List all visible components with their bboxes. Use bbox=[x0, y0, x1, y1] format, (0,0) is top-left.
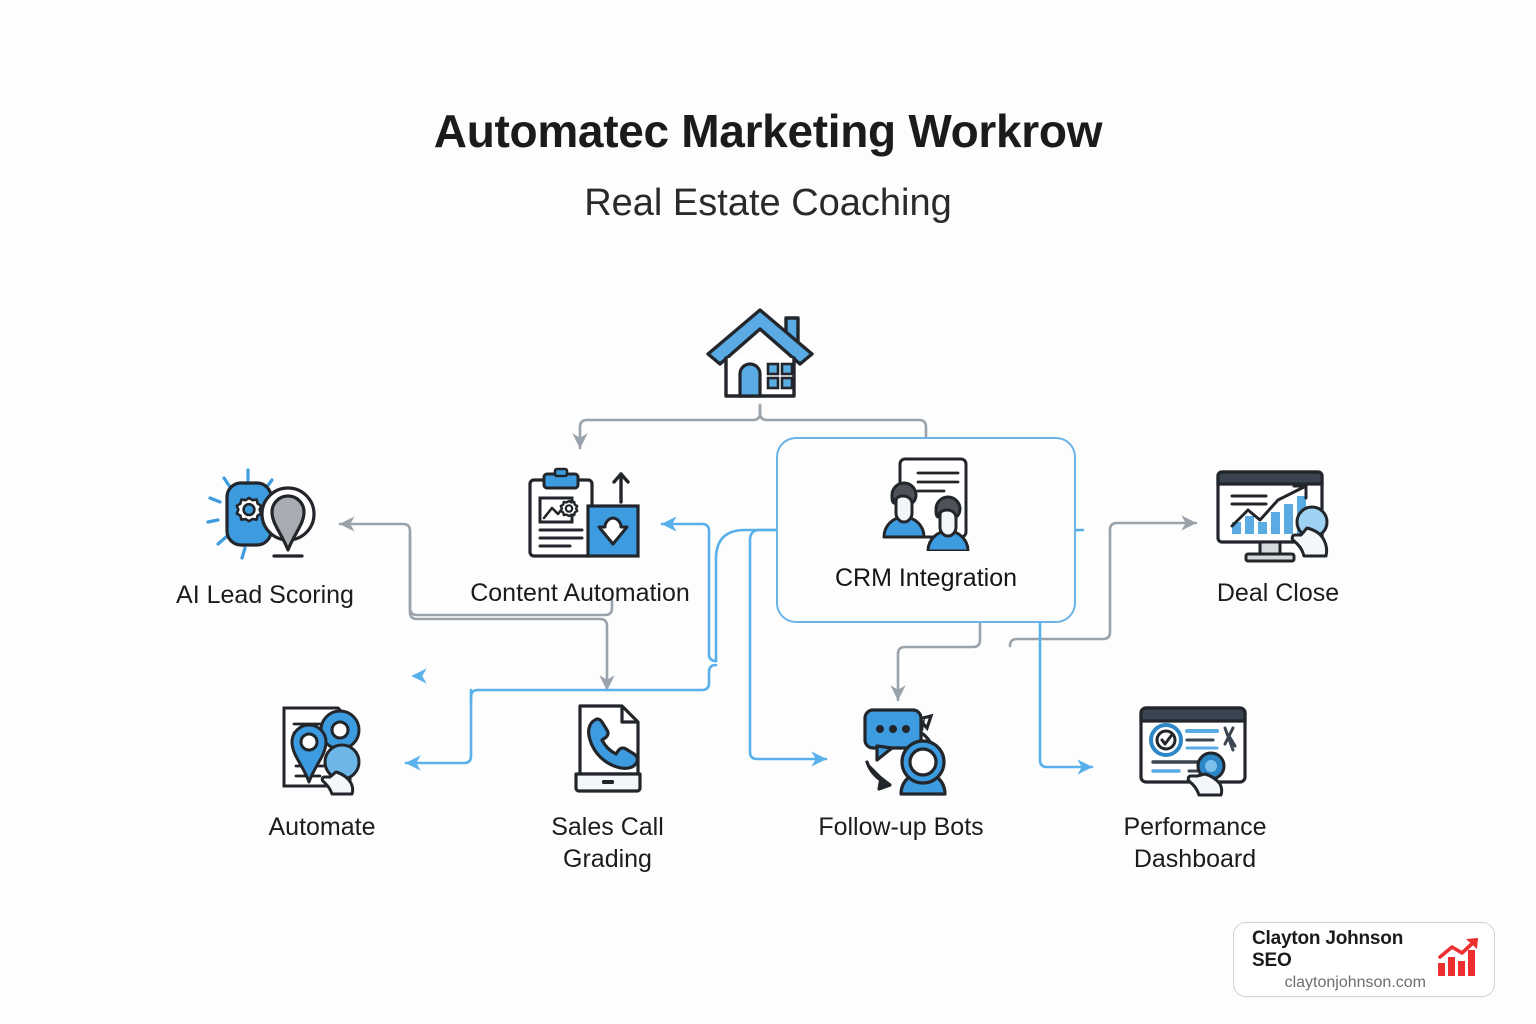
node-label-crm-integration: CRM Integration bbox=[834, 564, 1018, 592]
wire-crm-to-automate-visible bbox=[404, 688, 473, 771]
house-icon bbox=[700, 300, 820, 410]
node-label-automate: Automate bbox=[268, 813, 376, 841]
wire-crm-to-bots-gray bbox=[890, 621, 982, 702]
wire-crm-to-content bbox=[660, 516, 718, 663]
wire-crm-to-perf bbox=[1076, 470, 1097, 767]
node-follow-up-bots[interactable]: Follow-up Bots bbox=[805, 700, 997, 843]
ai-lead-scoring-icon bbox=[200, 466, 330, 573]
node-label-deal-close: Deal Close bbox=[1216, 579, 1340, 607]
wire-crm-to-content-tail bbox=[714, 528, 778, 663]
automate-icon bbox=[266, 700, 378, 805]
logo-badge[interactable]: Clayton Johnson SEO claytonjohnson.com bbox=[1233, 922, 1495, 997]
wire-house-to-crm bbox=[758, 403, 928, 439]
wire-crm-to-bots-blue bbox=[748, 528, 828, 767]
deal-close-monitor-icon bbox=[1212, 466, 1344, 571]
wire-content-to-sales bbox=[408, 533, 615, 692]
sales-call-grading-icon bbox=[558, 700, 658, 805]
logo-site: claytonjohnson.com bbox=[1284, 973, 1426, 991]
wire-crm-to-sales bbox=[715, 623, 750, 653]
follow-up-bots-icon bbox=[845, 700, 957, 805]
wire-crm-to-automate-feed bbox=[469, 663, 718, 702]
node-ai-lead-scoring[interactable]: AI Lead Scoring bbox=[150, 466, 380, 611]
growth-bars-icon bbox=[1436, 937, 1480, 982]
logo-brand: Clayton Johnson SEO bbox=[1252, 927, 1404, 971]
node-label-ai-lead-scoring: AI Lead Scoring bbox=[176, 581, 354, 609]
node-automate[interactable]: Automate bbox=[232, 700, 412, 843]
crm-people-icon bbox=[866, 455, 986, 556]
page-subtitle: Real Estate Coaching bbox=[584, 182, 952, 224]
node-deal-close[interactable]: Deal Close bbox=[1178, 466, 1378, 609]
node-label-performance-dashboard: Performance Dashboard bbox=[1123, 813, 1267, 873]
node-label-follow-up-bots: Follow-up Bots bbox=[818, 813, 984, 841]
node-sales-call-grading[interactable]: Sales Call Grading bbox=[525, 700, 690, 875]
page-title: Automatec Marketing Workrow bbox=[433, 105, 1103, 157]
node-house[interactable] bbox=[660, 300, 860, 416]
node-crm-integration[interactable]: CRM Integration bbox=[776, 437, 1076, 623]
node-label-content-automation: Content Automation bbox=[470, 579, 690, 607]
wire-content-to-ai bbox=[338, 516, 614, 617]
content-automation-icon bbox=[516, 466, 644, 571]
node-performance-dashboard[interactable]: Performance Dashboard bbox=[1105, 700, 1285, 875]
node-content-automation[interactable]: Content Automation bbox=[455, 466, 705, 609]
wire-crm-to-deal bbox=[1008, 515, 1198, 648]
performance-dashboard-icon bbox=[1133, 700, 1257, 805]
node-label-sales-call-grading: Sales Call Grading bbox=[551, 813, 664, 873]
